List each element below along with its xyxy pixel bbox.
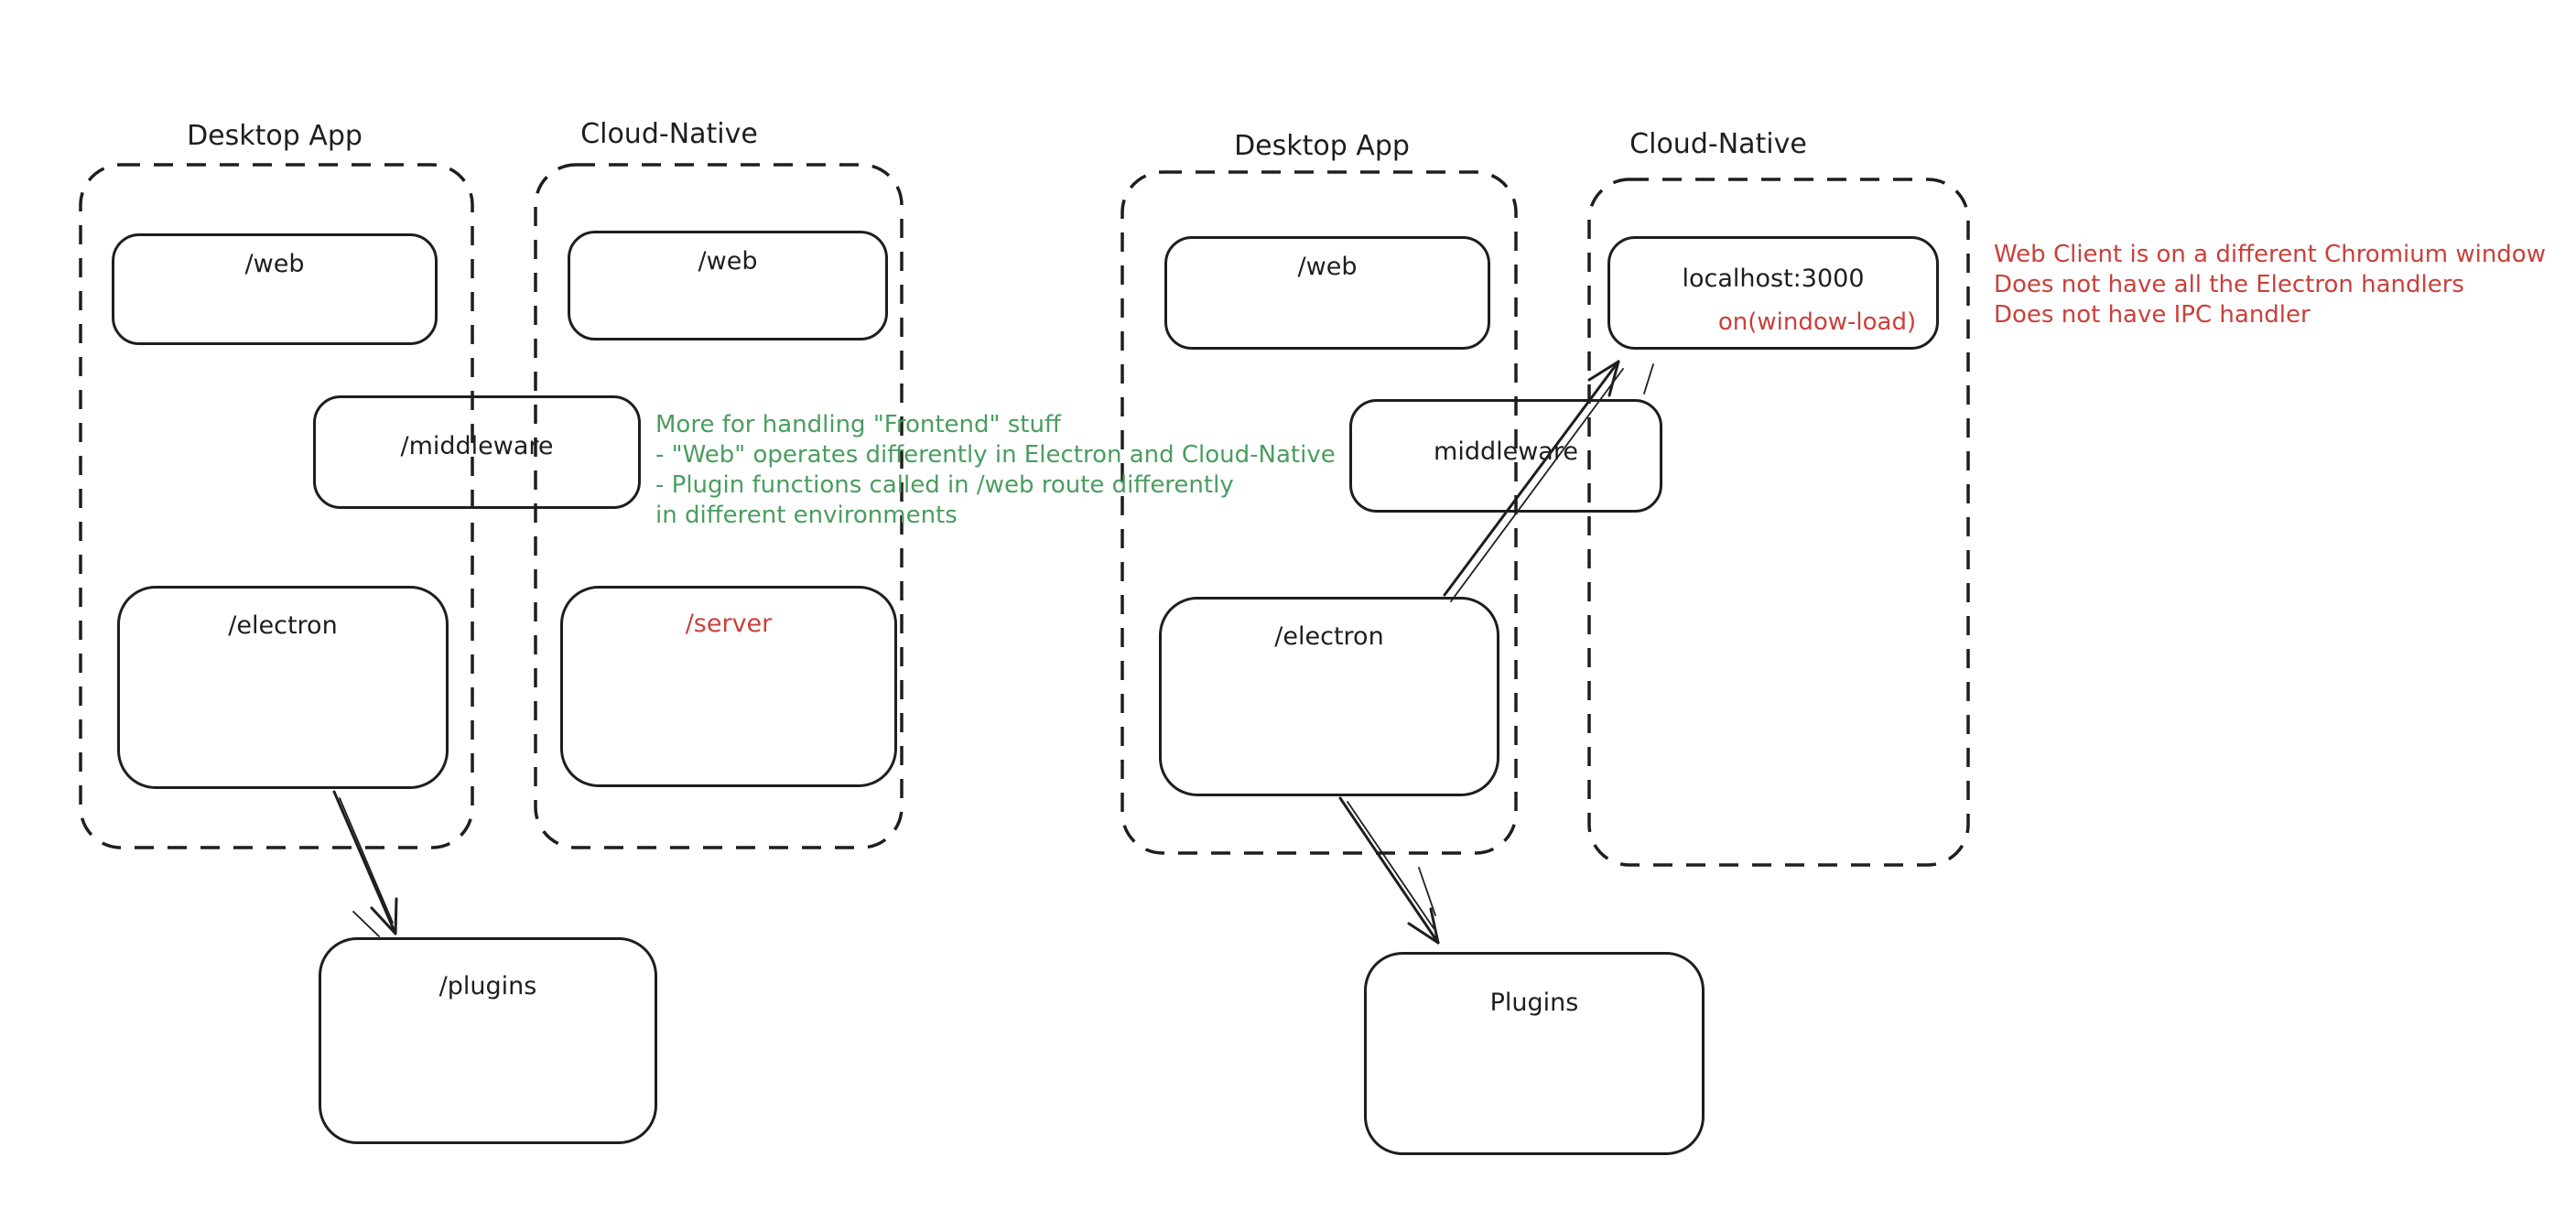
note-line: - Plugin functions called in /web route … bbox=[655, 471, 1234, 499]
node-left-middleware[interactable]: /middleware bbox=[313, 395, 641, 509]
node-right-localhost-3000[interactable]: localhost:3000 on(window-load) bbox=[1607, 236, 1939, 350]
title-left-cloud-native[interactable]: Cloud-Native bbox=[580, 118, 758, 150]
node-right-plugins[interactable]: Plugins bbox=[1364, 952, 1705, 1155]
node-label: /middleware bbox=[400, 432, 554, 460]
note-line: Does not have all the Electron handlers bbox=[1994, 271, 2464, 298]
title-right-cloud-native[interactable]: Cloud-Native bbox=[1629, 128, 1807, 160]
arrowhead bbox=[1607, 360, 1620, 397]
node-label: /web bbox=[1297, 253, 1358, 281]
node-right-electron[interactable]: /electron bbox=[1159, 597, 1499, 796]
arrowhead bbox=[1429, 907, 1440, 945]
node-label: /plugins bbox=[438, 972, 537, 1000]
arrow-right-electron-to-plugins[interactable] bbox=[1338, 796, 1440, 945]
node-left-cloud-web[interactable]: /web bbox=[568, 231, 888, 340]
node-label: /electron bbox=[228, 611, 338, 640]
node-right-middleware[interactable]: middleware bbox=[1349, 399, 1662, 513]
note-line: - "Web" operates differently in Electron… bbox=[655, 441, 1336, 469]
arrowhead bbox=[352, 911, 380, 937]
node-right-desktop-web[interactable]: /web bbox=[1164, 236, 1490, 350]
arrowhead bbox=[394, 897, 398, 935]
annotation-frontend-note[interactable]: More for handling "Frontend" stuff - "We… bbox=[655, 410, 1336, 531]
node-label: /server bbox=[685, 610, 773, 638]
node-sublabel-on-window-load: on(window-load) bbox=[1717, 308, 1917, 336]
node-label: /web bbox=[244, 250, 305, 278]
note-line: Does not have IPC handler bbox=[1994, 301, 2311, 329]
node-left-desktop-web[interactable]: /web bbox=[112, 233, 438, 345]
note-line: in different environments bbox=[655, 502, 958, 529]
node-label: middleware bbox=[1434, 438, 1578, 466]
node-label: Plugins bbox=[1489, 989, 1579, 1017]
arrowhead bbox=[1643, 363, 1654, 394]
node-label: /electron bbox=[1274, 622, 1384, 651]
annotation-web-client-note[interactable]: Web Client is on a different Chromium wi… bbox=[1994, 240, 2546, 330]
container-right-cloud-native[interactable] bbox=[1587, 178, 1970, 867]
title-right-desktop-app[interactable]: Desktop App bbox=[1234, 130, 1410, 162]
node-left-electron[interactable]: /electron bbox=[117, 586, 449, 789]
note-line: Web Client is on a different Chromium wi… bbox=[1994, 241, 2546, 268]
arrowhead bbox=[1587, 360, 1620, 382]
arrowhead bbox=[370, 906, 397, 935]
node-label: localhost:3000 bbox=[1682, 265, 1865, 293]
node-left-server[interactable]: /server bbox=[560, 586, 897, 787]
note-line: More for handling "Frontend" stuff bbox=[655, 411, 1061, 438]
node-label: /web bbox=[698, 247, 758, 276]
arrowhead bbox=[1407, 922, 1440, 945]
title-left-desktop-app[interactable]: Desktop App bbox=[187, 120, 363, 152]
node-left-plugins[interactable]: /plugins bbox=[319, 937, 657, 1144]
arrow-left-electron-to-plugins[interactable] bbox=[332, 790, 398, 937]
